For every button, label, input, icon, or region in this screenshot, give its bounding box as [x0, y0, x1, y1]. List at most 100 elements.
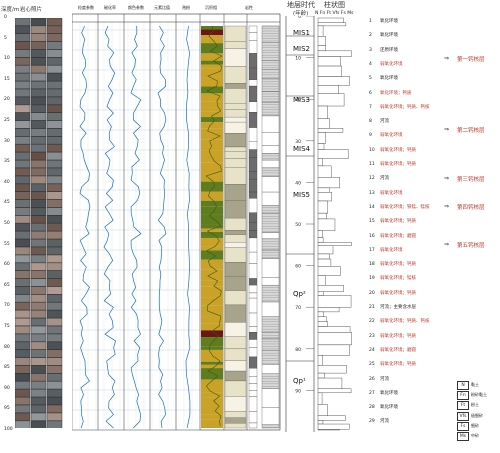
facies-band [201, 337, 223, 347]
unit-description: 弱氧化环境；钙质 [380, 162, 416, 167]
lithology-band [248, 178, 258, 193]
unit-description: 弱氧化环境；钙质 [380, 333, 416, 339]
legend-label: 粉土 [471, 402, 479, 408]
lithology-band [224, 380, 247, 397]
core-segment [46, 238, 63, 247]
core-segment [30, 159, 47, 168]
core-photo-title: 岩心照片 [20, 7, 43, 13]
core-segment [15, 144, 31, 153]
core-segment [46, 152, 63, 161]
unit-description: 弱氧化环境 [380, 133, 403, 139]
core-segment [15, 318, 31, 327]
legend-code: Ms [457, 432, 469, 441]
grain-size-bar [317, 321, 328, 327]
lithology-band [248, 141, 258, 150]
grain-size-bar [317, 429, 340, 431]
core-segment [46, 278, 63, 287]
grain-size-bar [317, 158, 323, 167]
core-segment [15, 207, 31, 216]
lithology-band [248, 326, 258, 333]
unit-description: 弱氧化环境 [380, 190, 403, 196]
core-segment [15, 183, 31, 192]
facies-band [201, 162, 223, 175]
lithology-band [224, 230, 247, 235]
core-segment [30, 357, 47, 366]
grain-size-bar [317, 237, 324, 243]
arrow-icon: ⇒ [444, 203, 450, 210]
core-segment [46, 404, 63, 413]
core-segment [15, 159, 31, 168]
core-segment [46, 18, 63, 26]
core-segment [46, 81, 63, 90]
log-header-5: 孢粉 [182, 5, 190, 10]
grain-size-bar [317, 377, 343, 389]
core-segment [15, 420, 31, 428]
lithology-band [248, 251, 258, 264]
core-segment [30, 365, 47, 374]
unit-description: 氧化环境 [380, 19, 398, 24]
core-segment [30, 167, 47, 176]
lithology-band [224, 322, 247, 337]
lithology-band [224, 167, 247, 185]
unit-number: 24 [369, 347, 375, 353]
lithology-band [224, 241, 247, 248]
unit-number: 18 [369, 262, 375, 268]
unit-description: 河流 [380, 376, 389, 382]
core-segment [46, 325, 63, 334]
grain-size-bar [317, 218, 336, 231]
stratum-qp1: Qp¹ [293, 377, 306, 385]
core-segment [30, 41, 47, 50]
unit-number: 9 [369, 133, 372, 139]
unit-number: 11 [369, 162, 375, 167]
grain-size-bar [317, 132, 326, 144]
core-segment [46, 159, 63, 168]
grain-size-bar [317, 415, 346, 421]
lithology-band [248, 212, 258, 223]
lithology-pattern [261, 350, 280, 365]
unit-number: 20 [369, 290, 375, 296]
core-segment [46, 246, 63, 255]
core-segment [15, 57, 31, 66]
core-segment [46, 167, 63, 176]
log-curve [157, 25, 167, 429]
facies-band [201, 53, 223, 61]
unit-number: 26 [369, 376, 375, 382]
facies-band [201, 43, 223, 54]
grain-size-bar [317, 332, 352, 346]
core-segment [46, 88, 63, 97]
grain-size-bar [317, 355, 324, 366]
core-segment [46, 215, 63, 224]
log-curve [185, 25, 191, 429]
core-segment [46, 73, 63, 82]
facies-band [201, 86, 223, 94]
grain-size-bar [317, 245, 334, 255]
lithology-band [248, 112, 258, 128]
core-segment [30, 152, 47, 161]
calcrete-layer-label: 第二钙核层 [457, 128, 485, 134]
core-segment [30, 238, 47, 247]
core-segment [15, 128, 31, 137]
core-segment [30, 310, 47, 319]
lithology-band [224, 423, 247, 429]
legend-label: 细砂 [471, 422, 479, 428]
facies-band [201, 297, 223, 306]
core-segment [15, 278, 31, 287]
lithology-pattern [261, 69, 280, 80]
core-segment [46, 136, 63, 145]
lithology-pattern [261, 388, 280, 408]
lithology-pattern [261, 213, 280, 234]
unit-number: 4 [369, 61, 372, 67]
legend-label: 粉砂黏土 [471, 392, 487, 398]
unit-description: 河流 [380, 176, 389, 182]
grain-size-bar [317, 316, 327, 322]
core-segment [30, 57, 47, 66]
facies-band [201, 26, 223, 30]
log-header-4: 元素比值 [154, 5, 170, 10]
facies-band [201, 228, 223, 232]
core-segment [30, 73, 47, 82]
core-segment [30, 199, 47, 208]
core-segment [30, 341, 47, 350]
core-segment [30, 231, 47, 240]
facies-band [201, 316, 223, 324]
core-segment [46, 349, 63, 358]
